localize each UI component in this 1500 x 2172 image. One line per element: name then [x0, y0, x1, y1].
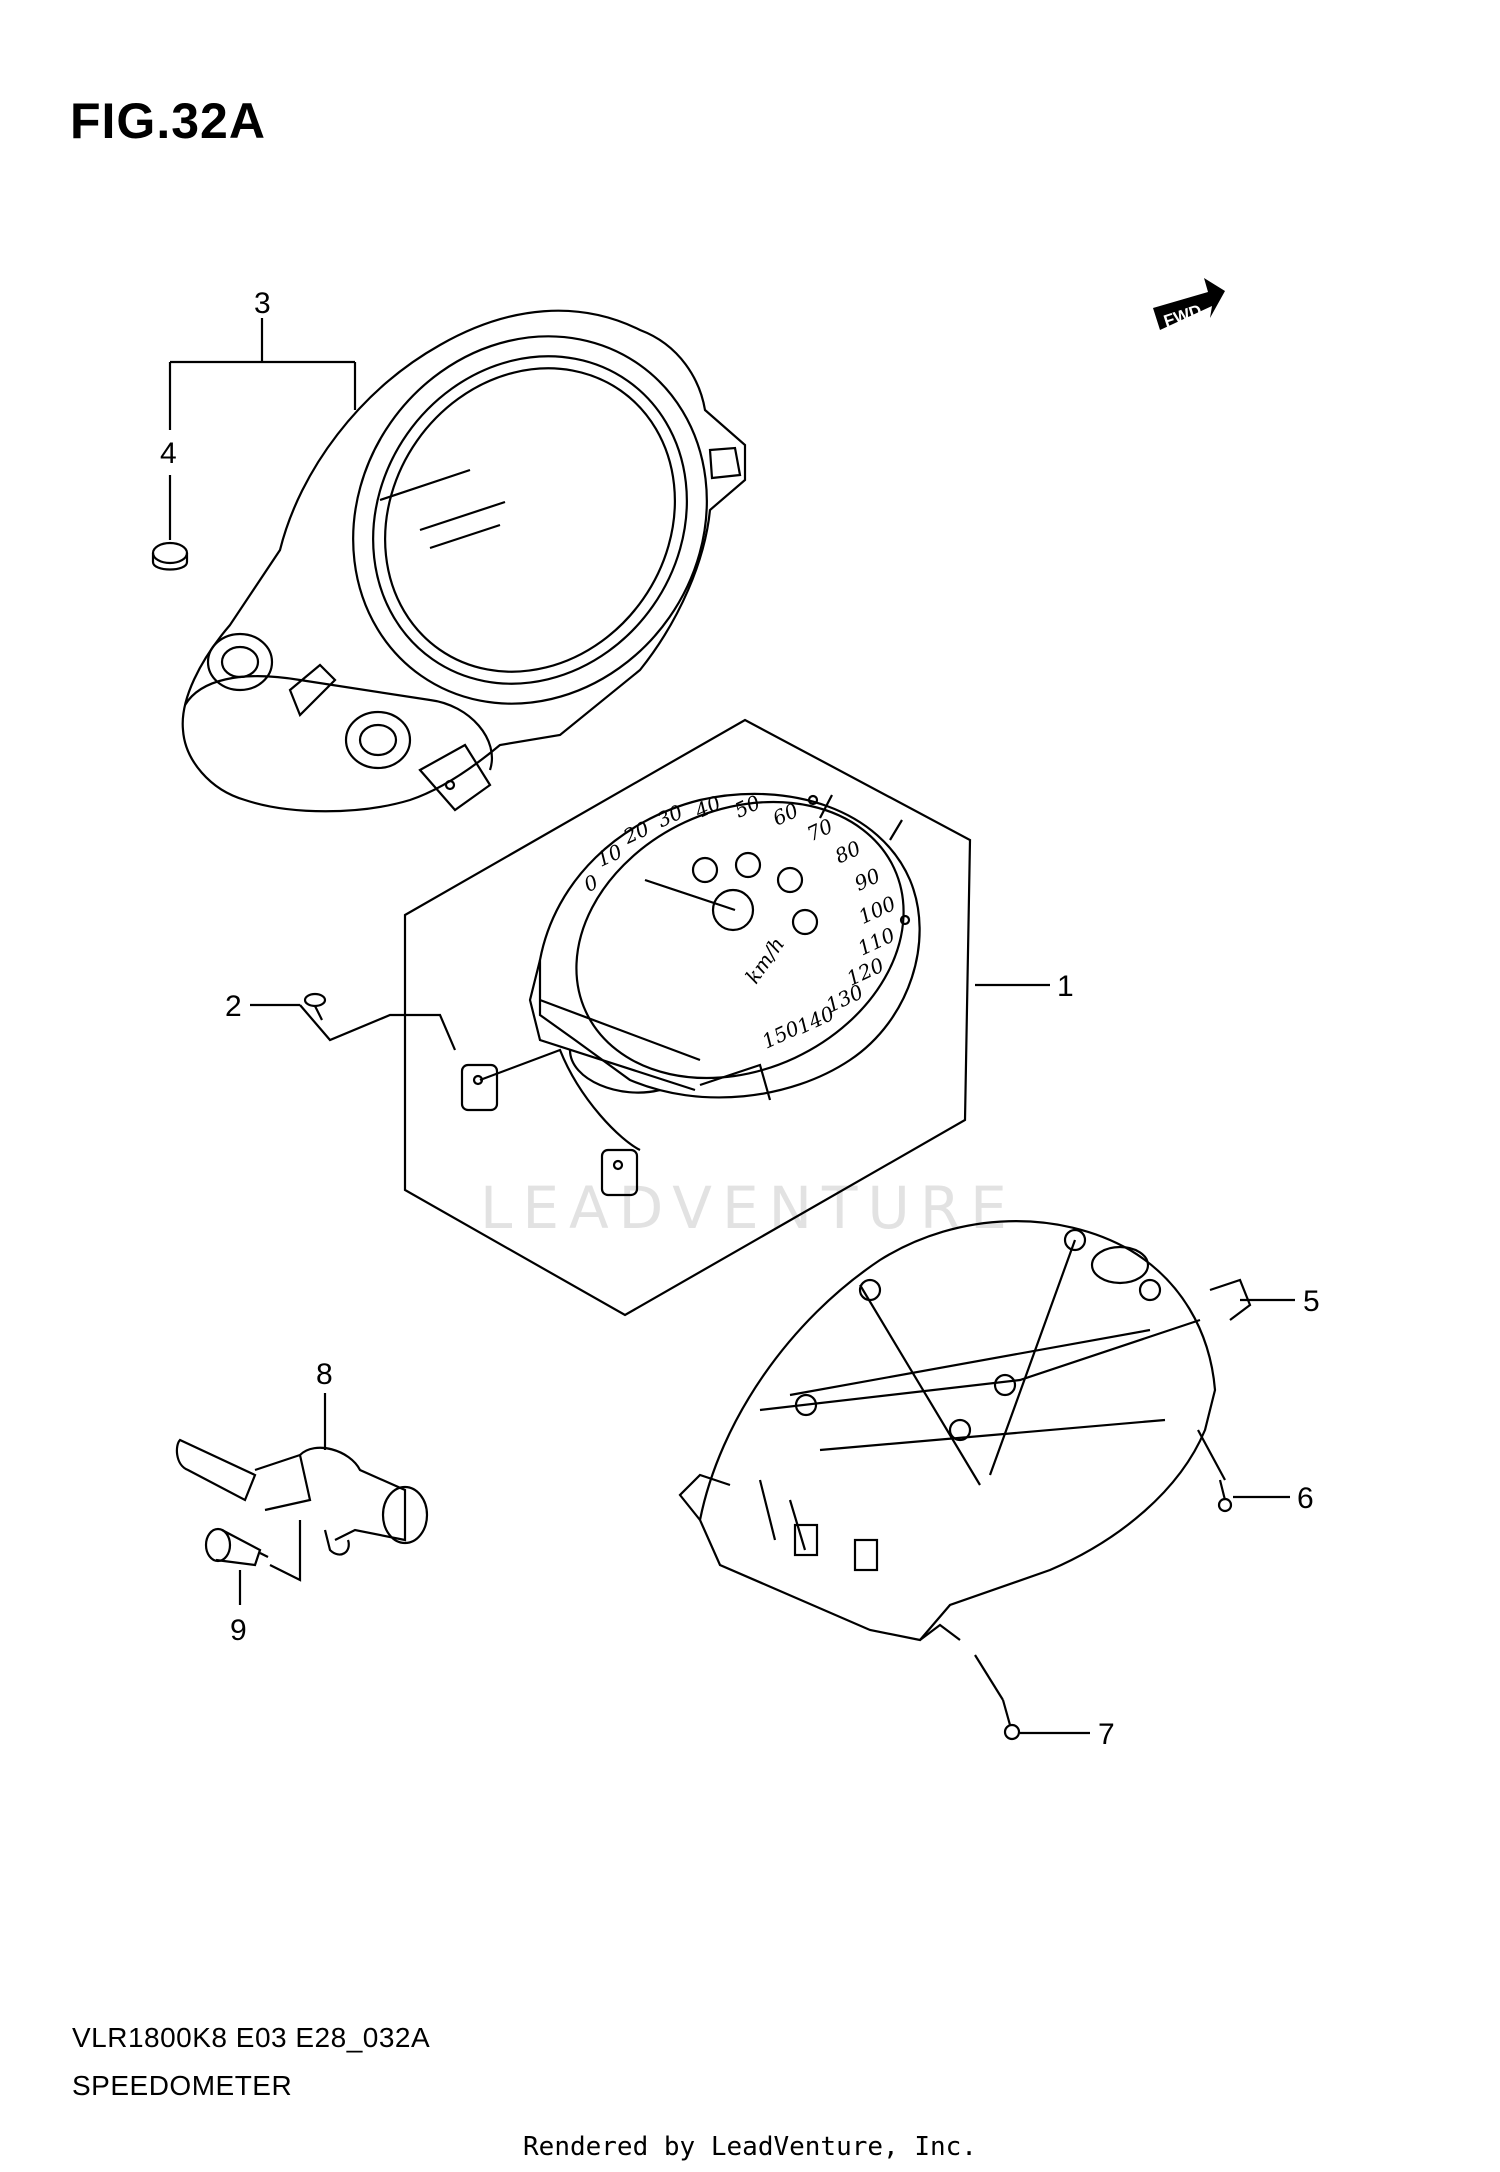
- screw-part-2: [303, 992, 327, 1021]
- meter-case-part-3: [181, 309, 747, 813]
- dial-number: 100: [855, 891, 900, 929]
- callout-7: 7: [1098, 1718, 1115, 1751]
- watermark: LEADVENTURE: [480, 1174, 1017, 1242]
- callout-8: 8: [316, 1358, 333, 1391]
- dial-number: 80: [831, 836, 864, 869]
- meter-housing-part-5: [678, 1220, 1252, 1642]
- callout-2: 2: [225, 990, 242, 1023]
- screw-part-6: [1217, 1479, 1233, 1513]
- callout-5: 5: [1303, 1285, 1320, 1318]
- speedometer-assembly-part-1: [403, 718, 972, 1317]
- callout-3: 3: [254, 287, 271, 320]
- callout-4: 4: [160, 437, 177, 470]
- bolt-part-9: [204, 1527, 269, 1567]
- dial-unit: km/h: [740, 933, 789, 988]
- screw-part-7: [1001, 1699, 1021, 1741]
- rendered-by-credit: Rendered by LeadVenture, Inc.: [523, 2132, 977, 2162]
- fwd-arrow-icon: FWD: [1153, 278, 1225, 331]
- figure-title: FIG.32A: [70, 93, 266, 149]
- cap-part-4: [151, 541, 189, 571]
- dial-number: 70: [803, 813, 836, 846]
- figure-name: SPEEDOMETER: [72, 2070, 293, 2101]
- dial-number: 90: [851, 863, 884, 896]
- dial-number: 0: [580, 870, 602, 897]
- callout-9: 9: [230, 1614, 247, 1647]
- model-code: VLR1800K8 E03 E28_032A: [72, 2022, 431, 2053]
- callout-6: 6: [1297, 1482, 1314, 1515]
- leader-lines: [168, 318, 1295, 1735]
- speed-sensor-part-8: [175, 1438, 429, 1556]
- callout-1: 1: [1057, 970, 1074, 1003]
